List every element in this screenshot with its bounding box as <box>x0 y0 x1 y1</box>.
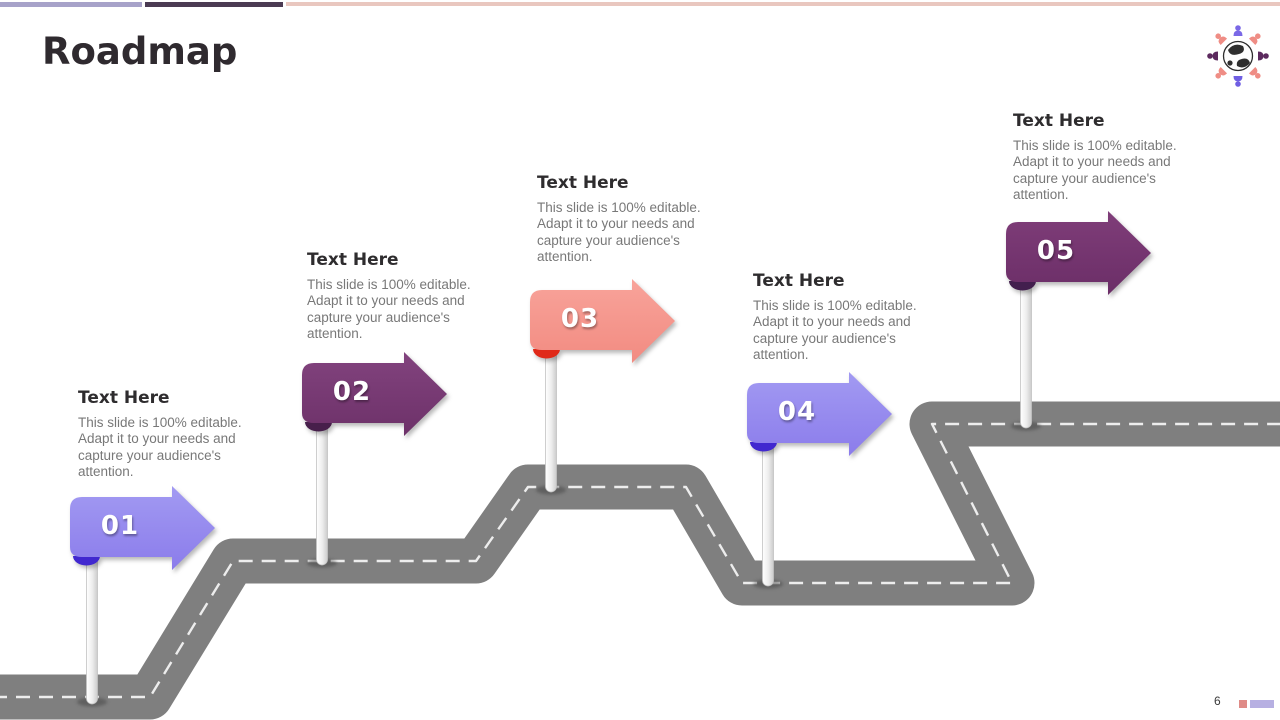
milestone-sign-01[interactable]: 01 <box>68 485 220 571</box>
milestone-body: This slide is 100% editable. Adapt it to… <box>537 200 701 265</box>
milestone-number: 03 <box>560 304 600 334</box>
milestone-number: 05 <box>1036 236 1076 266</box>
ribbon-curl <box>305 422 332 432</box>
milestone-number: 02 <box>332 377 372 407</box>
top-accent-bar-segment <box>0 2 142 7</box>
milestone-text-02[interactable]: Text Here This slide is 100% editable. A… <box>307 250 477 343</box>
milestone-sign-03[interactable]: 03 <box>528 278 680 364</box>
ribbon-curl <box>73 556 100 566</box>
page-title[interactable]: Roadmap <box>42 30 238 73</box>
milestone-heading: Text Here <box>78 388 170 408</box>
ribbon-curl <box>1009 281 1036 291</box>
milestone-heading: Text Here <box>753 271 845 291</box>
arrow-shape <box>70 486 215 570</box>
slide-page-number: 6 <box>1214 694 1221 708</box>
milestone-number: 04 <box>777 397 817 427</box>
road-center-dash <box>0 422 1280 699</box>
milestone-text-04[interactable]: Text Here This slide is 100% editable. A… <box>753 271 923 364</box>
ribbon-curl <box>533 349 560 359</box>
milestone-sign-02[interactable]: 02 <box>300 351 452 437</box>
milestone-number: 01 <box>100 511 140 541</box>
milestone-body: This slide is 100% editable. Adapt it to… <box>753 298 917 363</box>
arrow-shape <box>747 372 892 456</box>
milestone-body: This slide is 100% editable. Adapt it to… <box>307 277 471 342</box>
milestone-text-03[interactable]: Text Here This slide is 100% editable. A… <box>537 173 707 266</box>
milestone-body: This slide is 100% editable. Adapt it to… <box>78 415 242 480</box>
globe-people-logo-icon <box>1206 23 1270 87</box>
milestone-sign-04[interactable]: 04 <box>745 371 897 457</box>
milestone-heading: Text Here <box>537 173 629 193</box>
milestone-text-05[interactable]: Text Here This slide is 100% editable. A… <box>1013 111 1183 204</box>
ribbon-curl <box>750 442 777 452</box>
arrow-shape <box>530 279 675 363</box>
milestone-heading: Text Here <box>307 250 399 270</box>
arrow-shape <box>302 352 447 436</box>
arrow-shape <box>1006 211 1151 295</box>
footer-marker <box>1250 700 1274 708</box>
top-accent-bar-segment <box>145 2 283 7</box>
milestone-body: This slide is 100% editable. Adapt it to… <box>1013 138 1177 203</box>
sign-poles <box>86 274 1032 705</box>
top-accent-bar-segment <box>286 2 1280 6</box>
milestone-heading: Text Here <box>1013 111 1105 131</box>
milestone-text-01[interactable]: Text Here This slide is 100% editable. A… <box>78 388 248 481</box>
person-icons <box>1207 25 1269 87</box>
footer-marker <box>1239 700 1247 708</box>
milestone-sign-05[interactable]: 05 <box>1004 210 1156 296</box>
